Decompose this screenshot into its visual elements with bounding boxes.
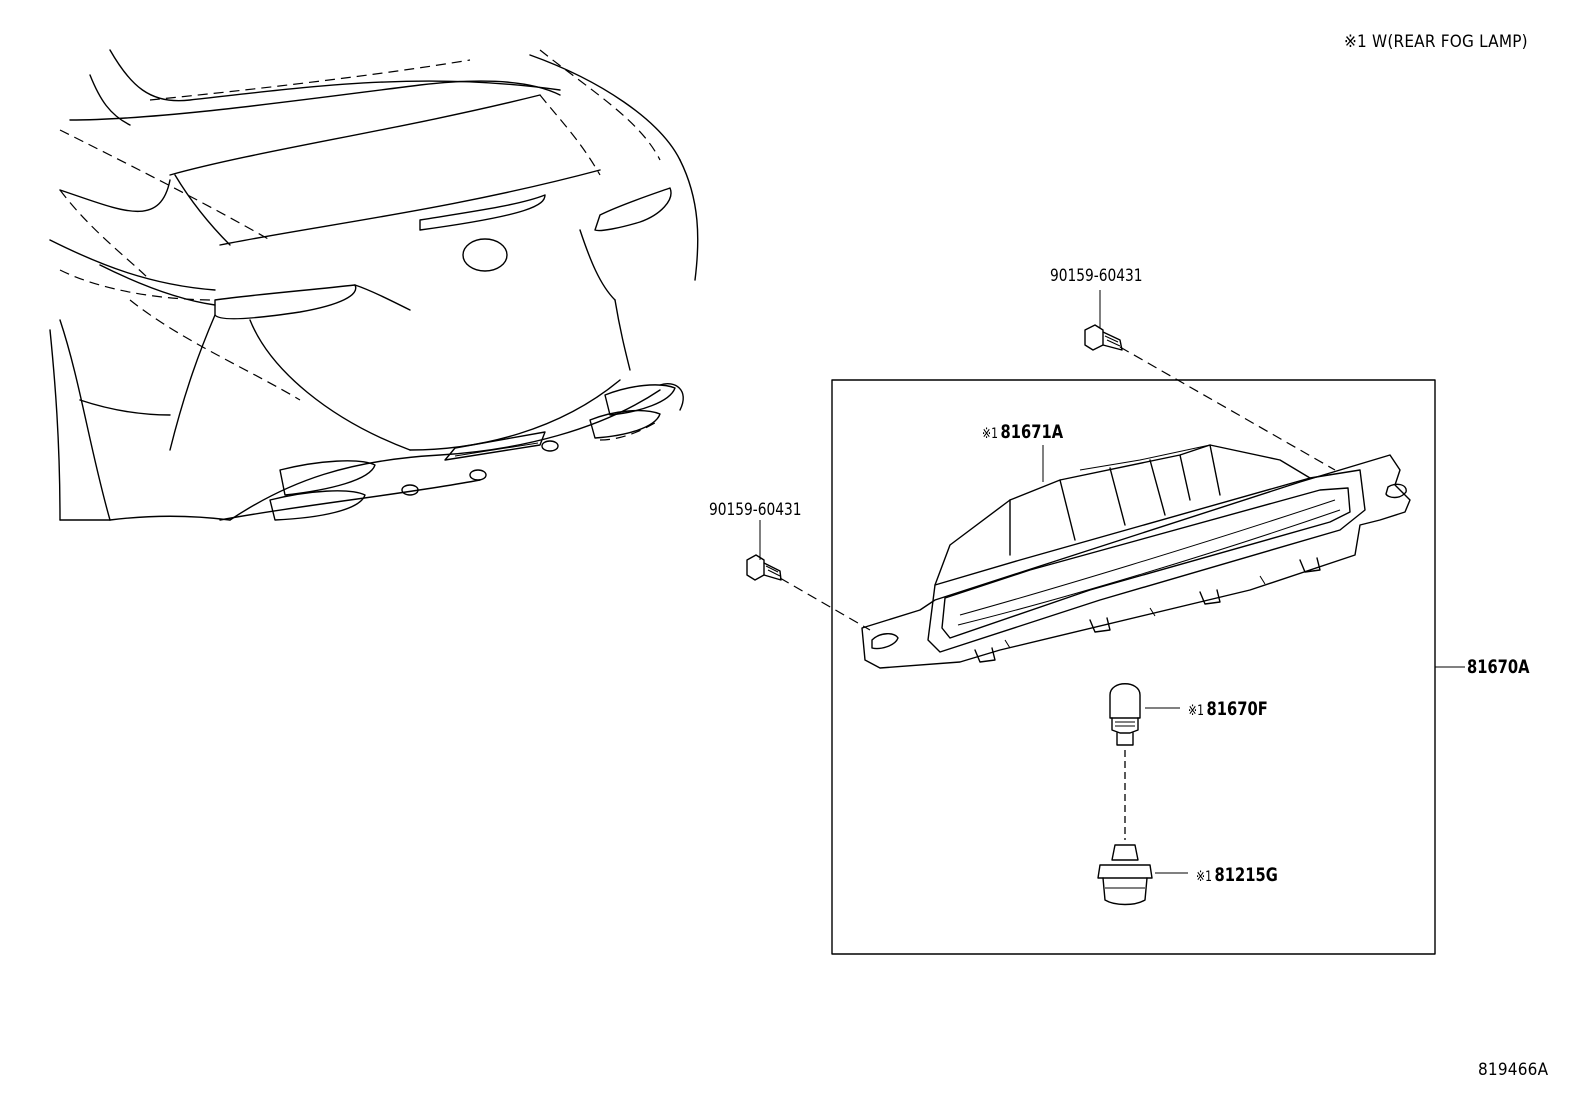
socket-graphic bbox=[1097, 844, 1188, 906]
assembly-mark: ※1 bbox=[1196, 869, 1212, 885]
part-number-lamp-assembly[interactable]: 81670A bbox=[1467, 656, 1530, 678]
diagram-id: 819466A bbox=[1478, 1060, 1549, 1080]
assembly-box bbox=[831, 379, 1436, 955]
fog-lamp-housing-graphic bbox=[861, 444, 1411, 669]
vehicle-rear-view bbox=[49, 49, 699, 521]
assembly-mark: ※1 bbox=[982, 426, 998, 442]
bolt-upper-graphic bbox=[1084, 290, 1336, 471]
part-number-housing-code[interactable]: 81671A bbox=[1000, 421, 1064, 443]
part-number-bolt-upper[interactable]: 90159-60431 bbox=[1050, 266, 1143, 286]
part-number-bulb-code[interactable]: 81670F bbox=[1206, 698, 1268, 720]
part-number-bolt-left[interactable]: 90159-60431 bbox=[709, 500, 802, 520]
bulb-graphic bbox=[1109, 683, 1180, 840]
part-number-socket-code[interactable]: 81215G bbox=[1214, 864, 1278, 886]
header-note: ※1 W(REAR FOG LAMP) bbox=[1344, 32, 1528, 52]
assembly-mark: ※1 bbox=[1188, 703, 1204, 719]
bolt-left-graphic bbox=[746, 520, 871, 631]
